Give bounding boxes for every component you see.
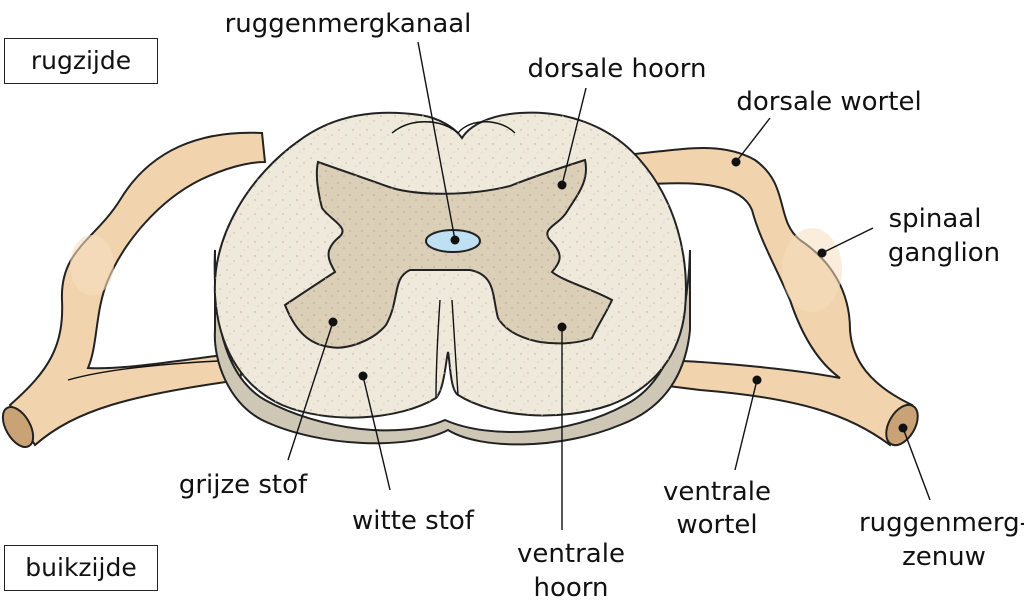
label-dorsale-hoorn: dorsale hoorn: [527, 54, 706, 84]
label-ventrale-wortel-1: ventrale: [663, 477, 771, 507]
label-zenuw: zenuw: [902, 542, 986, 572]
right-nerve: [623, 147, 919, 447]
dorsal-side-label: rugzijde: [4, 38, 158, 84]
diagram-labels: ruggenmergkanaal dorsale hoorn dorsale w…: [179, 9, 1024, 603]
label-spinaal: spinaal: [889, 204, 982, 234]
left-nerve: [1, 131, 267, 448]
leader-lines: [287, 41, 931, 530]
spinal-cord: [213, 111, 691, 446]
label-ventrale-wortel-2: wortel: [676, 510, 757, 540]
label-witte-stof: witte stof: [352, 506, 475, 536]
label-grijze-stof: grijze stof: [179, 470, 308, 500]
label-ventrale-hoorn-1: ventrale: [517, 539, 625, 569]
label-dorsale-wortel: dorsale wortel: [736, 87, 921, 117]
label-ventrale-hoorn-2: hoorn: [533, 573, 608, 603]
label-ruggenmergkanaal: ruggenmergkanaal: [225, 9, 472, 39]
ventral-side-label: buikzijde: [4, 545, 158, 591]
label-ganglion: ganglion: [888, 238, 1000, 268]
label-ruggenmerg: ruggenmerg-: [859, 508, 1024, 538]
